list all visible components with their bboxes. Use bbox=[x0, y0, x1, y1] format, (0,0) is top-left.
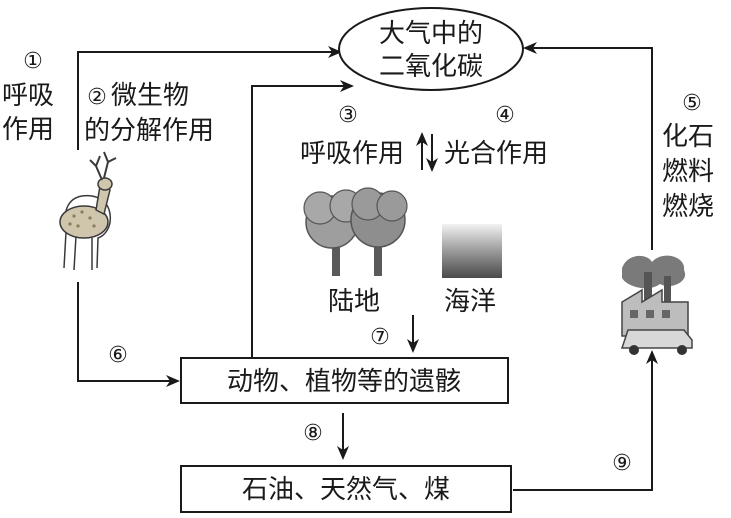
arrow-5-combustion bbox=[523, 42, 653, 250]
marker-8: ⑧ bbox=[303, 421, 323, 446]
process-2-line1: 微生物 bbox=[111, 81, 189, 111]
process-2-line2: 的分解作用 bbox=[84, 116, 214, 146]
connector-arrows bbox=[77, 42, 658, 491]
ocean-label: 海洋 bbox=[444, 287, 496, 317]
process-4-label: 光合作用 bbox=[444, 139, 548, 169]
marker-1: ① bbox=[23, 49, 43, 74]
fossil-node: 石油、天然气、煤 bbox=[180, 465, 512, 513]
trees-icon bbox=[303, 187, 408, 276]
process-3-label: 呼吸作用 bbox=[300, 139, 404, 169]
remains-node: 动物、植物等的遗骸 bbox=[180, 357, 509, 404]
marker-7: ⑦ bbox=[370, 325, 390, 350]
marker-9: ⑨ bbox=[612, 451, 632, 476]
arrow-1-respiration bbox=[77, 46, 342, 150]
marker-2: ② bbox=[87, 85, 107, 110]
process-5-line2: 燃料 bbox=[662, 157, 714, 187]
marker-5: ⑤ bbox=[682, 91, 702, 116]
atmosphere-node: 大气中的 二氧化碳 bbox=[338, 7, 524, 91]
arrow-9-fossil-to-factory bbox=[513, 350, 658, 491]
fossil-label: 石油、天然气、煤 bbox=[242, 475, 450, 505]
land-label: 陆地 bbox=[328, 287, 380, 317]
marker-4: ④ bbox=[495, 103, 515, 128]
arrow-2-decomposition bbox=[251, 80, 354, 358]
remains-label: 动物、植物等的遗骸 bbox=[227, 367, 461, 397]
process-5-line3: 燃烧 bbox=[662, 192, 714, 222]
atmosphere-label-line2: 二氧化碳 bbox=[379, 52, 483, 82]
marker-3: ③ bbox=[338, 103, 358, 128]
arrow-6-deer-to-remains bbox=[77, 282, 180, 387]
factory-car-icon bbox=[620, 255, 693, 355]
ocean-gradient-icon bbox=[442, 224, 502, 278]
process-1-line1: 呼吸 bbox=[2, 81, 54, 111]
marker-6: ⑥ bbox=[108, 343, 128, 368]
deer-icon bbox=[59, 151, 117, 271]
process-1-line2: 作用 bbox=[2, 115, 54, 145]
process-5-line1: 化石 bbox=[662, 122, 714, 152]
atmosphere-label-line1: 大气中的 bbox=[379, 19, 483, 49]
